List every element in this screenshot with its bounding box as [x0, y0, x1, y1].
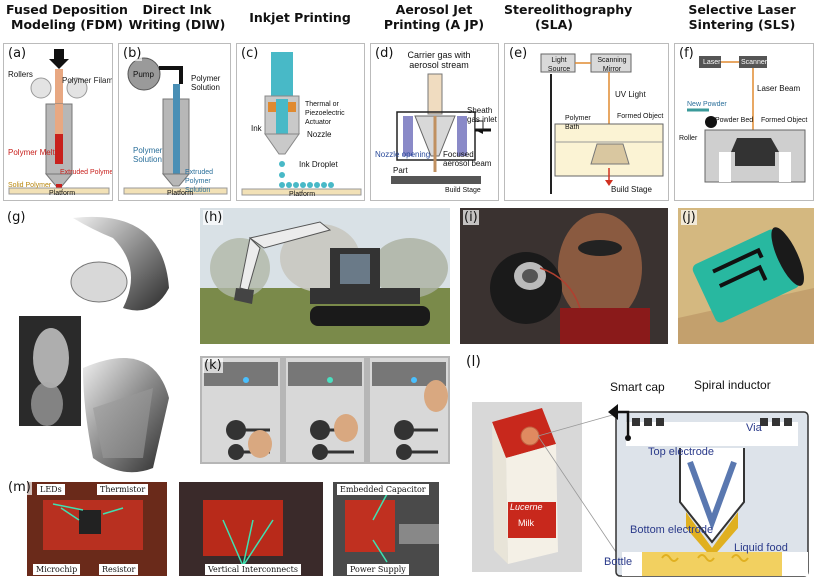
label-part: Part	[393, 166, 408, 175]
panel-label: (m)	[7, 480, 32, 495]
label-embedded-capacitor: Embedded Capacitor	[337, 484, 429, 495]
label-laser: Laser	[703, 59, 721, 66]
label-power-supply: Power Supply	[347, 564, 409, 575]
label-build-stage: Build Stage	[445, 187, 481, 194]
header-inkjet: Inkjet Printing	[249, 10, 351, 25]
panel-label: (h)	[203, 210, 224, 225]
label-smart-cap: Smart cap	[610, 380, 665, 394]
label-solid-polymer: Solid Polymer	[8, 182, 52, 189]
panel-label: (j)	[681, 210, 697, 225]
sla-diagram	[540, 53, 664, 194]
panel-sls: (f) Laser Scanner Laser Beam New Powder …	[674, 43, 814, 201]
inkjet-diagram	[241, 52, 362, 196]
label-resistor: Resistor	[99, 564, 139, 575]
panel-label: (a)	[7, 46, 28, 61]
label-carton-brand: Lucerne	[510, 502, 543, 512]
panel-label: (g)	[6, 210, 27, 225]
ajp-diagram	[391, 73, 491, 184]
label-top-electrode: Top electrode	[648, 446, 715, 458]
label-microchip: Microchip	[33, 564, 81, 575]
panel-touch-sensors: (k)	[200, 356, 450, 464]
sls-diagram	[687, 56, 806, 183]
label-formed-object: Formed Object	[617, 113, 664, 120]
panel-label: (i)	[463, 210, 479, 225]
panel-label: (k)	[203, 358, 223, 373]
label-uv-light: UV Light	[615, 90, 646, 99]
label-scanner: Scanner	[741, 59, 768, 66]
label-pump: Pump	[133, 70, 154, 79]
label-rollers: Rollers	[8, 70, 33, 79]
label-nozzle: Nozzle	[307, 130, 332, 139]
header-ajp: Aerosol Jet Printing (A JP)	[383, 2, 485, 32]
panel-diw: (b) Pump Polymer Solution Polymer Soluti…	[118, 43, 231, 201]
label-polymer-bath: Polymer Bath	[565, 115, 591, 131]
label-platform: Platform	[289, 191, 316, 198]
panel-label: (l)	[465, 354, 482, 370]
smart-cap-diagram	[472, 402, 809, 577]
label-carrier-gas: Carrier gas with aerosol stream	[407, 50, 471, 70]
label-focused-beam: Focused aerosol beam	[443, 150, 492, 168]
panel-ajp: (d) Carrier gas with aerosol stream Shea…	[370, 43, 499, 201]
header-diw: Direct Ink Writing (DIW)	[128, 2, 226, 32]
label-build-stage: Build Stage	[611, 185, 652, 194]
touch-sensor-image	[202, 358, 448, 462]
label-thermistor: Thermistor	[97, 484, 149, 495]
header-sls: Selective Laser Sintering (SLS)	[688, 2, 796, 32]
label-extruded-solution: Extruded Polymer Solution	[185, 169, 214, 194]
label-bottom-electrode: Bottom electrode	[630, 524, 714, 536]
panel-excavator: (h)	[200, 208, 450, 344]
label-liquid-food: Liquid food	[734, 542, 788, 554]
panel-inkjet: (c) Thermal or Piezoelectric Actuator In…	[236, 43, 365, 201]
label-spiral-inductor: Spiral inductor	[694, 378, 771, 392]
label-laser-beam: Laser Beam	[757, 84, 801, 93]
label-powder-bed: Powder Bed	[715, 117, 754, 124]
label-polymer-solution-2: Polymer Solution	[133, 146, 163, 164]
cylinder-image	[678, 208, 814, 344]
label-scanning-mirror: Scanning Mirror	[597, 57, 627, 73]
fdm-diagram	[8, 49, 110, 195]
label-roller: Roller	[679, 135, 698, 142]
label-ink-droplet: Ink Droplet	[299, 160, 338, 169]
label-extruded-melt: Extruded Polymer Melt	[60, 169, 113, 176]
panel-cylinder-sensor: (j)	[678, 208, 814, 344]
label-polymer-solution: Polymer Solution	[191, 74, 221, 92]
panel-speaker: (i)	[460, 208, 668, 344]
panel-fdm: (a) Polymer Filament Rollers Polymer Mel…	[3, 43, 113, 201]
panel-sla: (e) Light Source Scanning Mirror UV Ligh…	[504, 43, 669, 201]
panel-label: (e)	[508, 46, 529, 61]
label-light-source: Light Source	[547, 57, 571, 73]
panel-electronics: (m) LEDs Thermistor Microchip Resistor V…	[3, 480, 443, 578]
label-bottle: Bottle	[604, 556, 633, 568]
excavator-image	[200, 208, 450, 344]
label-nozzle-opening: Nozzle opening	[375, 150, 431, 159]
label-leds: LEDs	[37, 484, 65, 495]
label-vertical-interconnects: Vertical Interconnects	[205, 564, 301, 575]
label-polymer-melt: Polymer Melt	[8, 148, 55, 157]
panel-label: (c)	[240, 46, 260, 61]
panel-label: (f)	[678, 46, 695, 61]
speaker-image	[460, 208, 668, 344]
knee-implant-image	[19, 216, 169, 473]
label-actuator: Thermal or Piezoelectric Actuator	[305, 101, 345, 126]
panel-label: (b)	[122, 46, 143, 61]
electronics-image	[27, 482, 439, 576]
label-platform: Platform	[167, 190, 194, 197]
panel-label: (d)	[374, 46, 395, 61]
label-carton-milk: Milk	[518, 518, 534, 528]
label-platform: Platform	[49, 190, 76, 197]
label-via: Via	[746, 422, 762, 434]
panel-knee-implant: (g)	[3, 208, 173, 480]
header-fdm: Fused Deposition Modeling (FDM)	[6, 2, 128, 32]
label-formed-object: Formed Object	[761, 117, 808, 124]
label-ink: Ink	[251, 124, 262, 133]
panel-smart-cap: (l) Smart cap Spiral inductor Via Top el…	[462, 352, 814, 580]
diw-diagram	[123, 57, 228, 195]
label-new-powder: New Powder	[687, 101, 727, 108]
header-sla: Stereolithography (SLA)	[504, 2, 633, 32]
label-polymer-filament: Polymer Filament	[62, 76, 113, 85]
label-sheath-gas: Sheath gas inlet	[467, 106, 497, 124]
